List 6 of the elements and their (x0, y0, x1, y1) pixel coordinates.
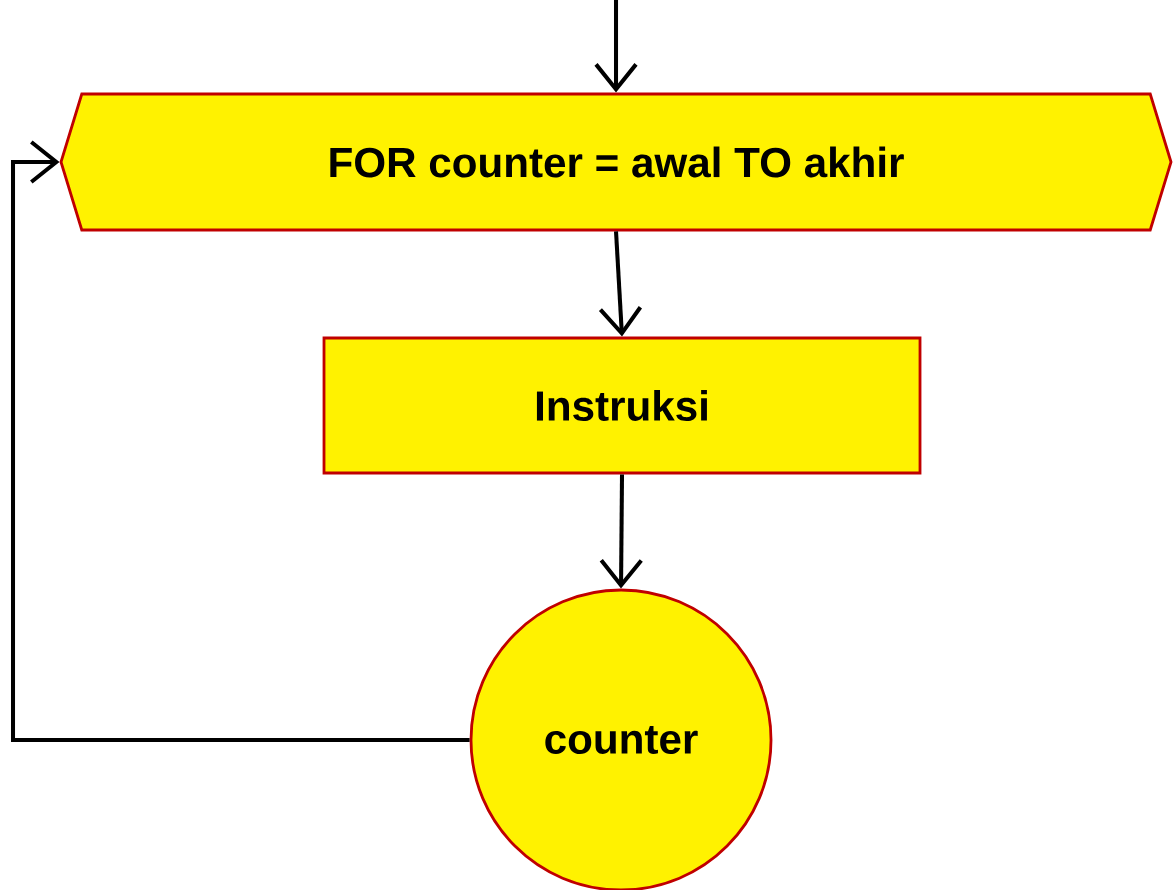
arrow (599, 474, 643, 589)
arrow (11, 140, 470, 743)
arrow (598, 231, 643, 337)
process-box: Instruksi (322, 336, 922, 475)
loop-hexagon: FOR counter = awal TO akhir (59, 92, 1173, 232)
arrow (594, 0, 638, 93)
